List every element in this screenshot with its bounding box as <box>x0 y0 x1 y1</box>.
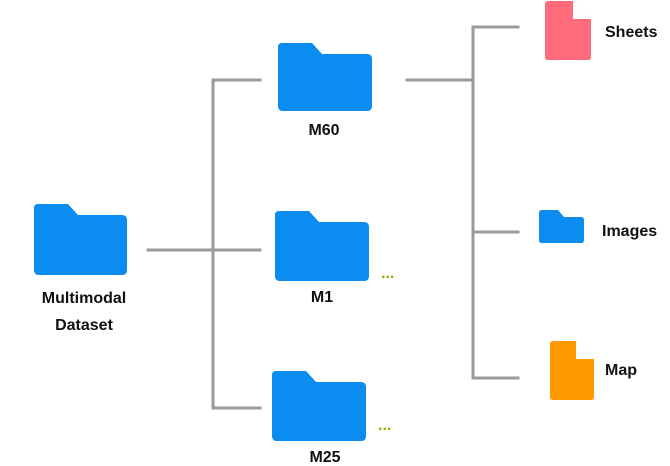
folder-node-m60[interactable]: M60 <box>278 43 372 139</box>
document-icon <box>545 1 591 60</box>
document-fold <box>573 1 591 19</box>
folder-label-m1: M1 <box>311 289 333 306</box>
folder-label-m25: M25 <box>309 449 340 466</box>
folder-label-m60: M60 <box>308 122 339 139</box>
more-ellipsis-m25[interactable]: ... <box>378 417 391 434</box>
file-node-images[interactable]: Images <box>539 210 657 243</box>
file-node-sheets[interactable]: Sheets <box>545 1 658 60</box>
folder-icon <box>278 43 372 111</box>
folder-icon <box>539 210 584 243</box>
document-icon <box>550 341 594 400</box>
file-label-map: Map <box>605 362 637 379</box>
root-label-line2: Dataset <box>55 317 113 334</box>
root-label-line1: Multimodal <box>42 290 126 307</box>
file-label-images: Images <box>602 223 657 240</box>
connector-lines <box>146 25 520 410</box>
file-node-map[interactable]: Map <box>550 341 637 400</box>
folder-icon <box>275 211 369 281</box>
folder-icon <box>272 371 366 441</box>
folder-node-m1[interactable]: M1 ... <box>275 211 394 306</box>
document-fold <box>576 341 594 359</box>
folder-icon <box>34 204 127 275</box>
file-label-sheets: Sheets <box>605 24 658 41</box>
more-ellipsis-m1[interactable]: ... <box>381 265 394 282</box>
folder-node-m25[interactable]: M25 ... <box>272 371 391 466</box>
root-folder-node[interactable]: Multimodal Dataset <box>34 204 127 334</box>
